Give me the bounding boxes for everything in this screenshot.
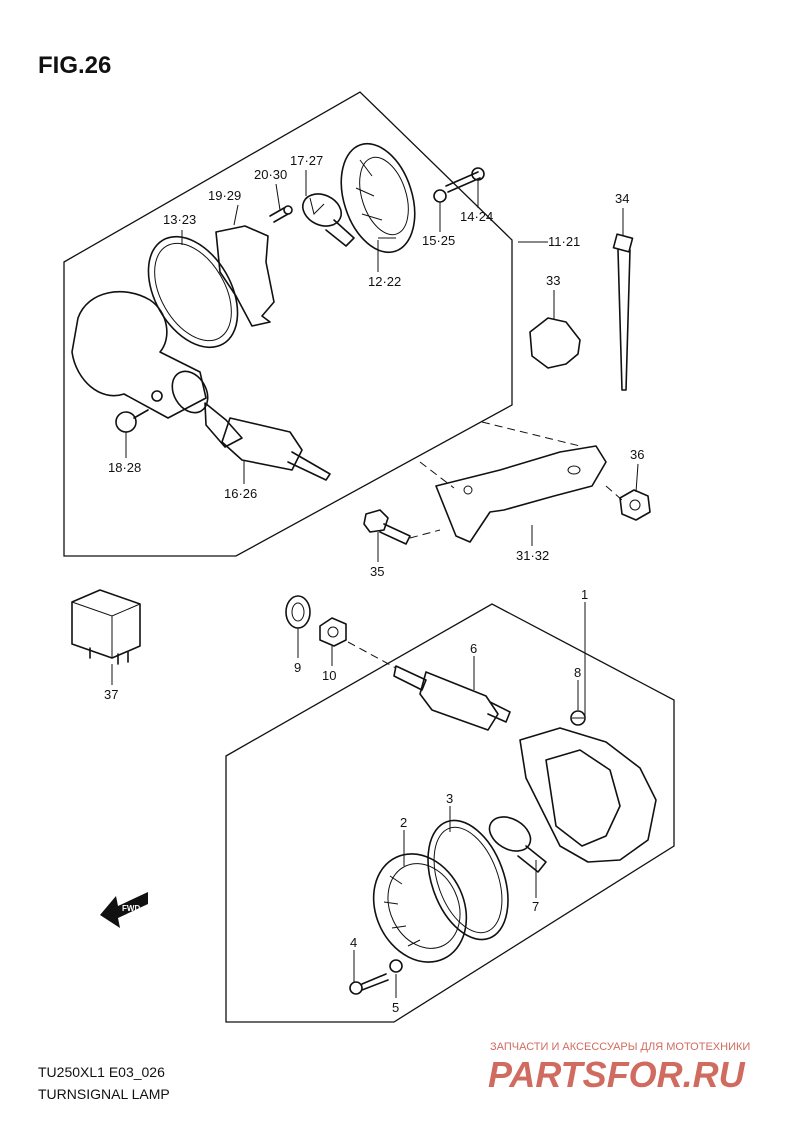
nut-10 <box>319 617 347 647</box>
cable-tie-34 <box>612 233 634 391</box>
lens-12 <box>340 142 416 254</box>
socket-6 <box>393 665 511 731</box>
callout-35: 35 <box>370 564 384 579</box>
callout-33: 33 <box>546 273 560 288</box>
callout-4: 4 <box>350 935 357 950</box>
callout-37: 37 <box>104 687 118 702</box>
callout-3: 3 <box>446 791 453 806</box>
screw-8 <box>570 710 586 726</box>
callout-19-29: 19·29 <box>208 188 241 203</box>
seal-ring-13 <box>147 235 239 349</box>
callout-9: 9 <box>294 660 301 675</box>
callout-20-30: 20·30 <box>254 167 287 182</box>
housing-1 <box>519 727 657 863</box>
callout-34: 34 <box>615 191 629 206</box>
upper-assembly-frame <box>63 91 513 557</box>
dash-line-nut <box>605 485 623 501</box>
bulb-17 <box>301 193 355 247</box>
bulb-7 <box>488 816 547 873</box>
seal-ring-3 <box>427 819 509 941</box>
callout-1: 1 <box>581 587 588 602</box>
lens-2 <box>372 853 468 963</box>
watermark-site: PARTSFOR.RU <box>488 1054 746 1095</box>
watermark-tagline: ЗАПЧАСТИ И АКСЕССУАРЫ ДЛЯ МОТОТЕХНИКИ <box>490 1041 750 1053</box>
socket-wire-16-26 <box>204 402 331 481</box>
svg-text:FWD: FWD <box>122 904 140 913</box>
model-code: TU250XL1 E03_026 <box>38 1064 165 1080</box>
callout-13-23: 13·23 <box>163 212 196 227</box>
lower-assembly-frame <box>225 603 675 1023</box>
callout-7: 7 <box>532 899 539 914</box>
callout-5: 5 <box>392 1000 399 1015</box>
callout-15-25: 15·25 <box>422 233 455 248</box>
callout-36: 36 <box>630 447 644 462</box>
screw-18 <box>115 409 149 433</box>
clamp-33 <box>529 317 581 369</box>
dash-line-socket <box>347 641 397 669</box>
grommet-9 <box>285 595 311 629</box>
callout-14-24: 14·24 <box>460 209 493 224</box>
fwd-arrow-icon: FWD <box>100 892 148 928</box>
lamp-body-16 <box>71 290 209 419</box>
callout-16-26: 16·26 <box>224 486 257 501</box>
washer-5 <box>389 959 403 973</box>
bolt-35 <box>363 509 411 545</box>
callout-12-22: 12·22 <box>368 274 401 289</box>
callout-31-32: 31·32 <box>516 548 549 563</box>
leader-lines <box>111 170 639 998</box>
callout-17-27: 17·27 <box>290 153 323 168</box>
callout-2: 2 <box>400 815 407 830</box>
washer-15 <box>433 189 447 203</box>
bracket-31 <box>435 445 607 543</box>
screw-20 <box>269 205 293 223</box>
nut-36 <box>619 489 651 521</box>
figure-title: FIG.26 <box>38 52 111 79</box>
callout-11-21: 11·21 <box>548 234 580 249</box>
reflector-19 <box>215 225 275 327</box>
callout-18-28: 18·28 <box>108 460 141 475</box>
callout-10: 10 <box>322 668 336 683</box>
relay-37 <box>71 589 141 665</box>
callout-8: 8 <box>574 665 581 680</box>
callout-6: 6 <box>470 641 477 656</box>
diagram-caption: TURNSIGNAL LAMP <box>38 1086 170 1102</box>
dash-line-bracket <box>481 421 581 447</box>
dash-line-bolt <box>409 461 455 539</box>
screw-4 <box>349 973 389 995</box>
